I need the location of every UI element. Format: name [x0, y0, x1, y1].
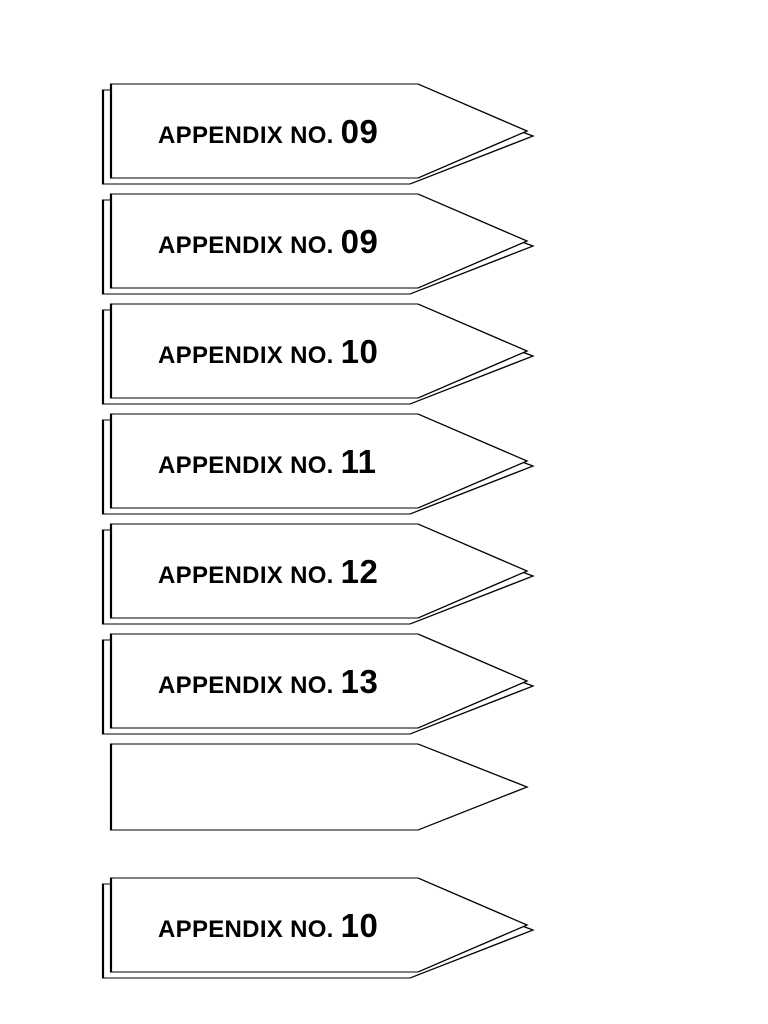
banner-main-outline — [109, 303, 529, 399]
banner-arrow-shape — [101, 83, 535, 185]
appendix-banner-4[interactable]: APPENDIX NO.11 — [0, 408, 768, 516]
banner-main-outline — [109, 413, 529, 509]
banner-arrow-shape — [101, 303, 535, 405]
appendix-banner-1[interactable]: APPENDIX NO.09 — [0, 78, 768, 186]
banner-main-outline — [109, 633, 529, 729]
appendix-banner-3[interactable]: APPENDIX NO.10 — [0, 298, 768, 406]
banner-arrow-shape — [101, 413, 535, 515]
appendix-banner-8[interactable]: APPENDIX NO.10 — [0, 872, 768, 980]
banner-arrow-shape — [101, 633, 535, 735]
banner-main-outline — [109, 83, 529, 179]
banner-arrow-shape — [101, 523, 535, 625]
appendix-banner-5[interactable]: APPENDIX NO.12 — [0, 518, 768, 626]
banner-main-outline — [109, 193, 529, 289]
banner-main-outline — [109, 523, 529, 619]
banner-main-outline — [109, 743, 529, 831]
appendix-banner-7[interactable] — [0, 738, 768, 838]
appendix-banner-6[interactable]: APPENDIX NO.13 — [0, 628, 768, 736]
banner-main-outline — [109, 877, 529, 973]
banner-arrow-shape — [101, 193, 535, 295]
appendix-banner-2[interactable]: APPENDIX NO.09 — [0, 188, 768, 296]
banner-arrow-shape — [109, 743, 529, 831]
banner-arrow-shape — [101, 877, 535, 979]
